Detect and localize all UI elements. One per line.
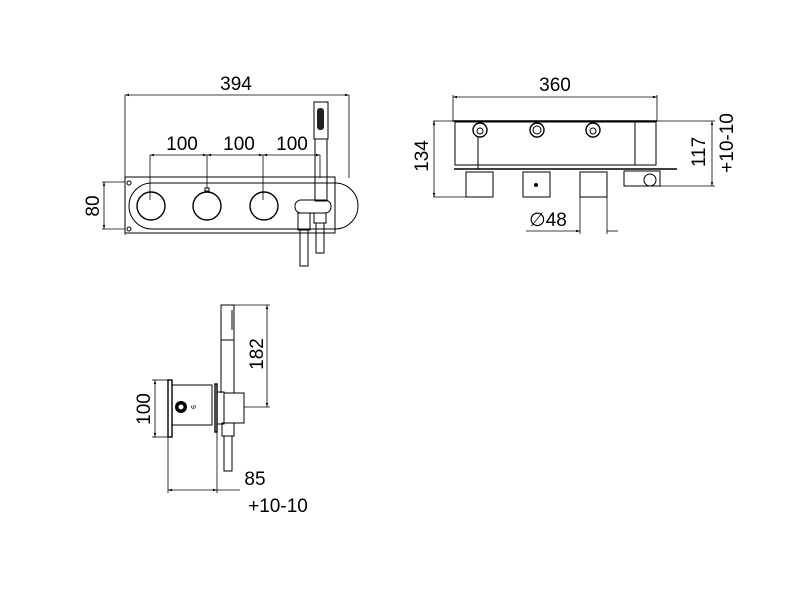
drawing-line <box>216 391 225 425</box>
knob-top-2 <box>522 171 551 198</box>
drawing-line <box>589 127 597 135</box>
valve-ports <box>472 122 601 169</box>
drawing-line <box>534 183 538 187</box>
drawing-line <box>299 229 309 267</box>
drawing-line <box>220 304 235 341</box>
dim-knob-diameter: ∅48 <box>529 210 567 231</box>
dim-side-recess-tolerance: +10-10 <box>248 496 308 517</box>
dim-side-height: 100 <box>134 393 155 425</box>
drawing-line <box>585 122 601 138</box>
drawing-line <box>314 138 328 202</box>
drawing-line <box>221 422 235 437</box>
dim-recess-tolerance: +10-10 <box>717 113 738 173</box>
drawing-line <box>294 199 332 214</box>
knob-3 <box>249 191 279 221</box>
drawing-line <box>472 122 488 138</box>
wall-plate <box>124 176 336 234</box>
dim-top-width: 360 <box>539 75 571 96</box>
knob-top-3 <box>579 171 608 198</box>
knob-top-1 <box>465 171 494 198</box>
dim-shower-length: 182 <box>247 338 268 370</box>
drawing-line <box>223 435 233 472</box>
drawing-line <box>167 379 173 438</box>
drawing-line <box>532 125 542 135</box>
drawing-line <box>313 212 327 224</box>
drawing-line <box>476 127 484 135</box>
knob-1 <box>136 191 166 221</box>
dim-height: 80 <box>83 195 104 216</box>
drawing-line <box>317 108 324 130</box>
drawing-text: 9 <box>189 405 196 409</box>
drawing-line <box>529 122 545 138</box>
hand-shower <box>294 101 332 267</box>
top-view: 360 134 117 +10-10 ∅48 <box>412 75 738 234</box>
dim-depth: 134 <box>412 140 433 172</box>
drawing-line <box>643 173 657 187</box>
valve-body-side <box>171 384 213 426</box>
drawing-line <box>204 187 210 192</box>
drawing-line <box>315 222 325 254</box>
knob-2 <box>192 191 222 221</box>
dim-spacing-2: 100 <box>223 134 255 155</box>
dim-spacing-1: 100 <box>166 134 198 155</box>
drawing-line <box>126 180 132 186</box>
dim-spacing-3: 100 <box>276 134 308 155</box>
side-view: 182 9 100 85 +10-10 <box>134 304 308 517</box>
drawing-line <box>223 392 245 424</box>
drawing-line <box>178 404 184 410</box>
drawing-line <box>623 170 661 187</box>
drawing-line <box>126 226 132 232</box>
valve-body <box>454 121 657 166</box>
drawing-line <box>297 212 311 231</box>
front-view: 394 100 100 100 80 <box>83 74 359 267</box>
plate-face <box>128 182 359 230</box>
dim-overall-width: 394 <box>220 74 252 95</box>
dim-side-recess: 85 <box>244 469 265 490</box>
dim-recess: 117 <box>689 137 710 167</box>
